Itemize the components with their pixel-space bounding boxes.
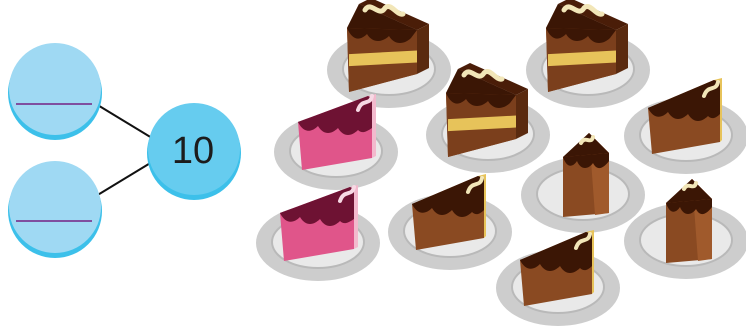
part-circle-bottom[interactable] <box>8 161 102 258</box>
total-circle: 10 <box>147 103 241 200</box>
part-circle-top[interactable] <box>8 43 102 140</box>
strawberry-cake-1 <box>274 94 398 190</box>
chocolate-cake-side-2 <box>388 174 512 270</box>
number-bond: 10 <box>8 43 241 258</box>
chocolate-layer-cake-2 <box>526 0 650 108</box>
total-value: 10 <box>172 130 214 172</box>
chocolate-cake-side-3 <box>496 230 620 326</box>
cake-group <box>256 0 746 326</box>
connector-line-top <box>96 104 152 138</box>
strawberry-cake-2 <box>256 185 380 281</box>
chocolate-cake-side-1 <box>624 78 746 174</box>
chocolate-layer-cake-1 <box>327 0 451 108</box>
connector-line-bottom <box>96 162 152 196</box>
